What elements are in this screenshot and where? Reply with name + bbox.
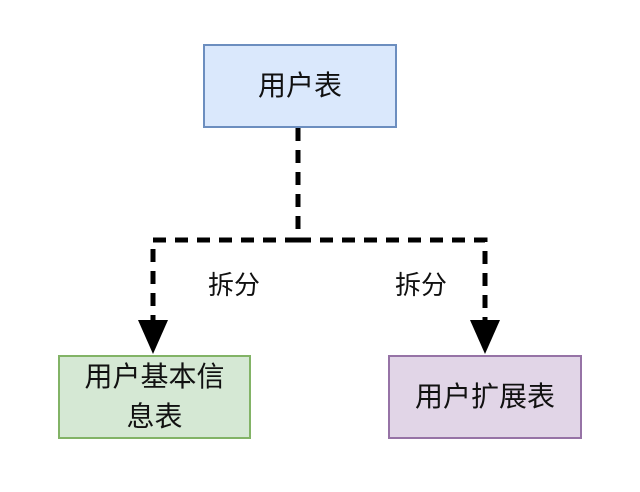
node-user-basic-info-table-label: 用户基本信息表: [84, 360, 225, 433]
connector-right-branch: [298, 237, 488, 322]
node-user-table: 用户表: [203, 44, 397, 128]
arrowhead-left-icon: [138, 320, 168, 354]
node-user-basic-info-table: 用户基本信息表: [58, 355, 251, 439]
connector-left-branch: [150, 237, 298, 322]
edge-label-split-left: 拆分: [208, 271, 261, 301]
node-user-extension-table: 用户扩展表: [388, 355, 582, 439]
edge-label-split-right: 拆分: [395, 271, 448, 301]
arrowhead-right-icon: [470, 320, 500, 354]
node-user-table-label: 用户表: [257, 69, 342, 102]
node-user-extension-table-label: 用户扩展表: [414, 380, 555, 413]
